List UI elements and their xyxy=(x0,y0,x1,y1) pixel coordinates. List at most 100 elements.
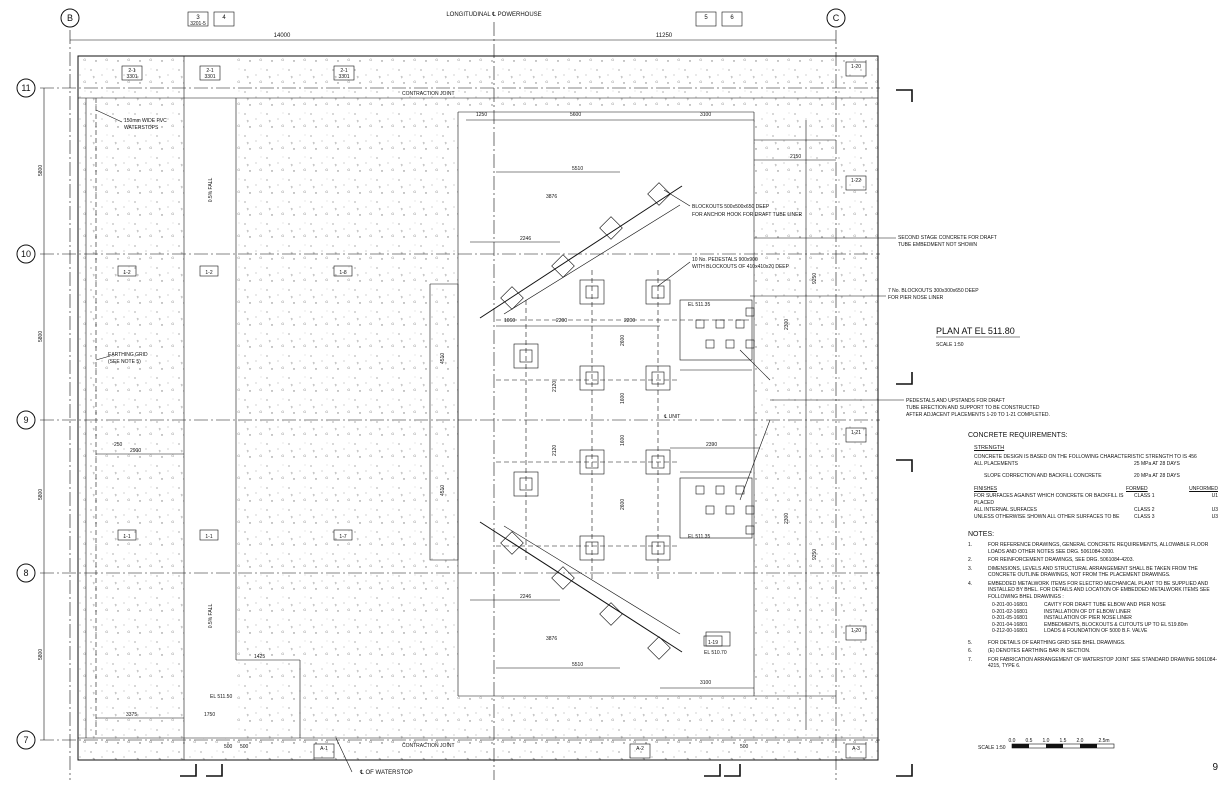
dim-value: 2900 xyxy=(130,448,141,454)
fall-label-top: 0.5% FALL xyxy=(208,178,214,203)
dimension-lines xyxy=(43,39,836,740)
dim-value: 2390 xyxy=(706,442,717,448)
note-item: 5.FOR DETAILS OF EARTHING GRID SEE BHEL … xyxy=(968,640,1218,647)
drawing-title: LOADS & FOUNDATION OF 5000 B.F. VALVE xyxy=(1044,628,1148,634)
note-text: (E) DENOTES EARTHING BAR IN SECTION. xyxy=(988,648,1091,654)
placement-sheet: 3301 xyxy=(126,74,137,80)
note-number: 2. xyxy=(968,557,973,563)
notes-list: 1. FOR REFERENCE DRAWINGS, GENERAL CONCRE… xyxy=(968,542,1218,600)
fall-label-bottom: 0.5% FALL xyxy=(208,604,214,629)
dim-14000: 14000 xyxy=(274,33,291,39)
grid-bubble-8: 8 xyxy=(23,568,28,578)
dim-value: 2200 xyxy=(624,318,635,324)
dim-value: 1060 xyxy=(504,318,515,324)
finish-row-text: UNLESS OTHERWISE SHOWN ALL OTHER SURFACE… xyxy=(974,514,1120,520)
dim-value: 2300 xyxy=(784,319,790,330)
elevation-label: EL 511.35 xyxy=(688,302,710,308)
dim-value: 3100 xyxy=(700,680,711,686)
placement-tag: 2-1 xyxy=(340,68,347,74)
note-text: FOR FABRICATION ARRANGEMENT OF WATERSTOP… xyxy=(988,656,1218,670)
dim-value: 2300 xyxy=(784,513,790,524)
note-item: 4.EMBEDDED METALWORK ITEMS FOR ELECTRO M… xyxy=(968,581,1218,601)
finish-row-unformed: U3 xyxy=(1211,514,1218,520)
placement-tag: A-1 xyxy=(320,746,328,752)
finish-row-formed: CLASS 1 xyxy=(1134,493,1155,499)
placement-tag: 1-21 xyxy=(851,430,861,436)
placement-tag: 1-22 xyxy=(851,178,861,184)
elevation-label: EL 510.70 xyxy=(704,650,727,656)
note-item: 1. FOR REFERENCE DRAWINGS, GENERAL CONCRE… xyxy=(968,542,1218,555)
drawing-number: 0-201-04-16801 xyxy=(992,621,1028,628)
dim-value: 3375 xyxy=(126,712,137,718)
notes-title: NOTES: xyxy=(968,531,995,538)
scale-tick: 2.0 xyxy=(1077,738,1084,744)
dim-value: 5800 xyxy=(38,489,44,500)
dim-value: 5800 xyxy=(38,331,44,342)
strength-heading: STRENGTH xyxy=(974,445,1005,451)
strength-text: CONCRETE DESIGN IS BASED ON THE FOLLOWIN… xyxy=(974,454,1197,460)
all-placements-label: ALL PLACEMENTS xyxy=(974,461,1018,467)
finish-row-text: ALL INTERNAL SURFACES xyxy=(974,507,1037,513)
placement-sheet: 3301 xyxy=(338,74,349,80)
dim-11250: 11250 xyxy=(656,33,673,39)
grid-bubble-9: 9 xyxy=(23,415,28,425)
drawing-title: CAVITY FOR DRAFT TUBE ELBOW AND PIER NOS… xyxy=(1044,602,1166,608)
note-item: 7. FOR FABRICATION ARRANGEMENT OF WATERST… xyxy=(968,657,1218,670)
section-bubble-6: 6 xyxy=(730,15,734,21)
note-number: 1. xyxy=(968,542,973,548)
dim-value: 5800 xyxy=(38,165,44,176)
contraction-joint-bottom: CONTRACTION JOINT xyxy=(402,743,455,749)
notes-list-continued: 5.FOR DETAILS OF EARTHING GRID SEE BHEL … xyxy=(968,640,1218,670)
unformed-heading: UNFORMED xyxy=(1189,486,1218,492)
finish-row-formed: CLASS 2 xyxy=(1134,507,1155,513)
pedestals xyxy=(500,182,755,660)
longitudinal-axis-label: LONGITUDINAL ℄ POWERHOUSE xyxy=(446,11,541,18)
dim-value: 2200 xyxy=(556,318,567,324)
dim-value: 2600 xyxy=(620,499,626,510)
dim-value: 250 xyxy=(114,442,123,448)
slope-label: SLOPE CORRECTION AND BACKFILL CONCRETE xyxy=(984,473,1102,479)
placement-tags: 2-1 2-1 2-1 1-20 1-22 1-21 1-20 A-3 A-1 … xyxy=(121,61,867,759)
callout-pedestals: WITH BLOCKOUTS OF 410x410x20 DEEP xyxy=(692,264,790,270)
note-number: 7. xyxy=(968,656,973,663)
drawing-number: 0-201-05-16801 xyxy=(992,615,1028,621)
note-item: 6.(E) DENOTES EARTHING BAR IN SECTION. xyxy=(968,648,1218,655)
grid-bubble-7: 7 xyxy=(23,735,28,745)
drawing-title: INSTALLATION OF PIER NOSE LINER xyxy=(1044,615,1132,621)
scale-bar-label: SCALE 1:50 xyxy=(978,745,1006,751)
placement-tag: A-3 xyxy=(852,746,860,752)
finish-row-formed: CLASS 3 xyxy=(1134,514,1155,520)
note-item: 3. DIMENSIONS, LEVELS AND STRUCTURAL ARRA… xyxy=(968,566,1218,579)
note-text: DIMENSIONS, LEVELS AND STRUCTURAL ARRANG… xyxy=(988,565,1198,579)
plan-labels: CONTRACTION JOINT CONTRACTION JOINT 150m… xyxy=(108,91,727,776)
note-number: 3. xyxy=(968,565,973,572)
zone-tag: 1-1 xyxy=(205,534,212,540)
earthing-note-label: (SEE NOTE 5) xyxy=(108,359,141,365)
callout-blockouts: BLOCKOUTS 500x500x650 DEEP xyxy=(692,204,770,210)
zone-tag: 1-2 xyxy=(205,270,212,276)
placement-tag: 1-20 xyxy=(851,628,861,634)
all-placements-row: ALL PLACEMENTS 25 MPa AT 28 DAYS xyxy=(974,461,1218,468)
unit-centerline-label: ℄ UNIT xyxy=(664,414,680,420)
grid-bubble-c: C xyxy=(833,13,840,23)
dim-value: 500 xyxy=(740,744,749,750)
dim-value: 1250 xyxy=(476,112,487,118)
concrete-notes: CONCRETE REQUIREMENTS: STRENGTH CONCRETE… xyxy=(968,432,1218,672)
finish-row-text: FOR SURFACES AGAINST WHICH CONCRETE OR B… xyxy=(974,493,1124,506)
dim-value: 5600 xyxy=(570,112,581,118)
section-markers xyxy=(180,89,913,777)
dim-value: 1425 xyxy=(254,654,265,660)
note-text: EMBEDDED METALWORK ITEMS FOR ELECTRO MEC… xyxy=(988,580,1210,600)
finishes-heading: FINISHES xyxy=(974,486,998,492)
leader-lines xyxy=(95,109,904,773)
zone-tag: 1-1 xyxy=(123,534,130,540)
dim-value: 9250 xyxy=(812,549,818,560)
placement-tag: 2-1 xyxy=(206,68,213,74)
scale-bar: SCALE 1:50 0.0 0.5 1.0 1.5 2.0 2.5m xyxy=(978,738,1115,751)
zone-tag: 1-7 xyxy=(339,534,346,540)
concrete-requirements-title: CONCRETE REQUIREMENTS: xyxy=(968,432,1068,439)
dim-value: 3876 xyxy=(546,194,557,200)
note-text: FOR REFERENCE DRAWINGS, GENERAL CONCRETE… xyxy=(988,542,1209,555)
